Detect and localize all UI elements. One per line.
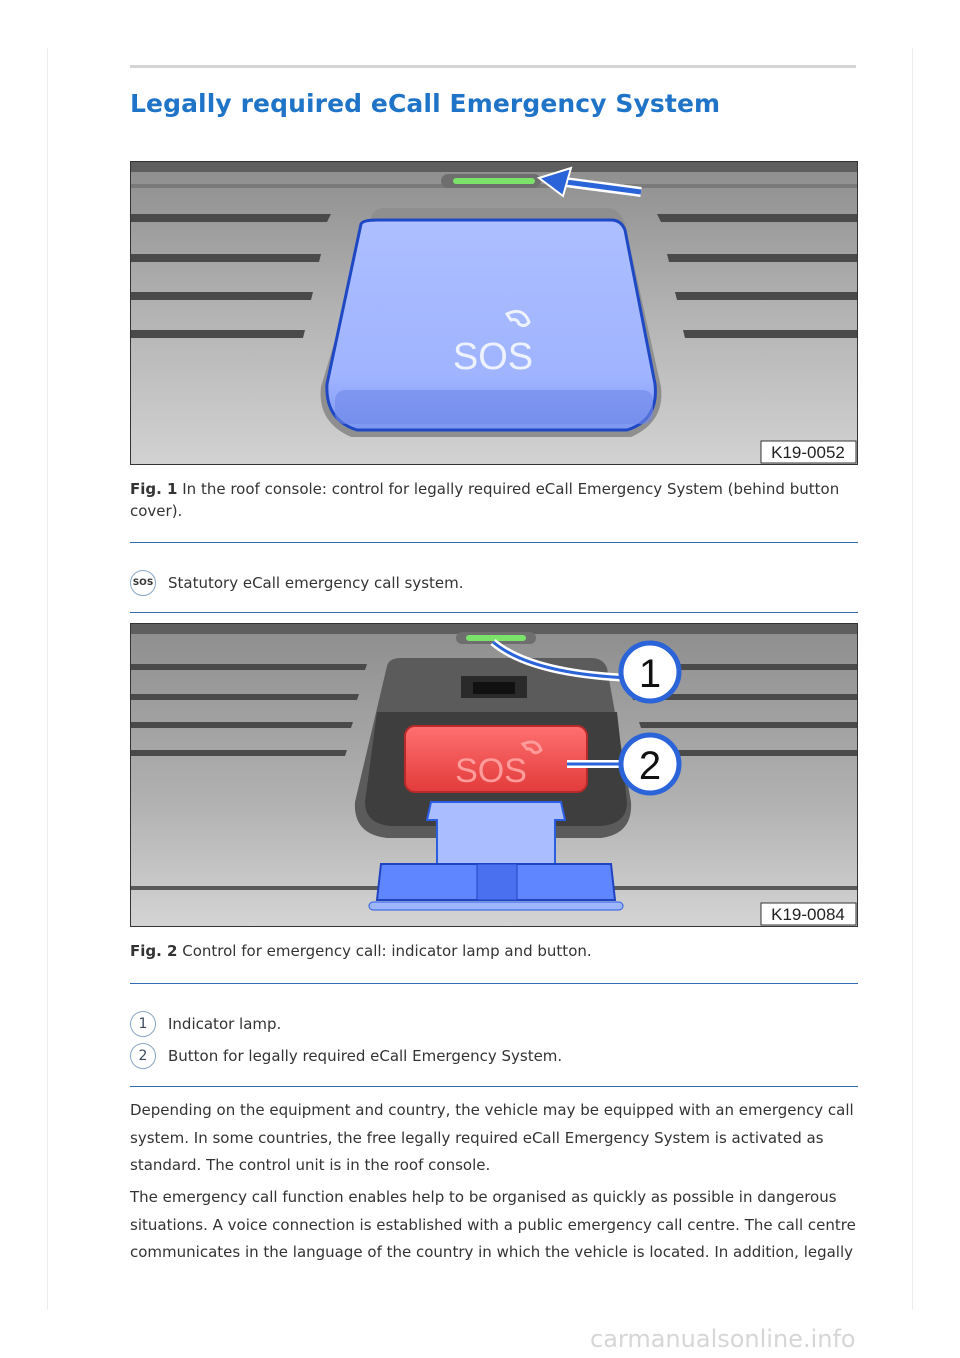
sos-icon-text: SOS — [132, 578, 154, 588]
sos-button-label: SOS — [453, 336, 533, 378]
separator — [130, 983, 858, 984]
figure-1: SOS K19-0052 — [130, 161, 858, 465]
figure-1-caption-text: In the roof console: control for legally… — [130, 480, 840, 520]
separator — [130, 542, 858, 543]
legend-text-2: Button for legally required eCall Emerge… — [168, 1047, 563, 1065]
button-cover-tab — [425, 801, 567, 865]
figure-2: SOS 1 2 K19-0084 — [130, 623, 858, 927]
figure-1-illustration: SOS K19-0052 — [131, 162, 857, 464]
page-title: Legally required eCall Emergency System — [130, 89, 721, 118]
symbol-row-text: Statutory eCall emergency call system. — [168, 574, 464, 592]
figure-2-caption-text: Control for emergency call: indicator la… — [177, 942, 592, 960]
phone-icon — [504, 309, 531, 328]
watermark: carmanualsonline.info — [590, 1325, 856, 1353]
separator — [130, 1086, 858, 1087]
figure-2-caption: Fig. 2 Control for emergency call: indic… — [130, 940, 850, 962]
legend-text-1: Indicator lamp. — [168, 1015, 282, 1033]
symbol-row: SOS Statutory eCall emergency call syste… — [130, 569, 464, 597]
indicator-lamp — [453, 178, 535, 184]
callout-1-label: 1 — [639, 652, 661, 696]
sos-button-label: SOS — [455, 752, 527, 790]
figure-1-label: Fig. 1 — [130, 480, 178, 498]
sos-phone-icon: SOS — [130, 570, 156, 596]
figure-2-code: K19-0084 — [771, 905, 845, 924]
callout-2-label: 2 — [639, 744, 661, 788]
legend-number-1: 1 — [130, 1011, 156, 1037]
indicator-lamp — [466, 635, 526, 641]
callout-2 — [618, 732, 682, 796]
figure-1-code: K19-0052 — [771, 443, 845, 462]
sos-button — [404, 725, 588, 793]
phone-icon — [520, 740, 543, 755]
page-border-right — [912, 48, 913, 1310]
body-paragraph-2: The emergency call function enables help… — [130, 1188, 856, 1261]
callout-1 — [618, 640, 682, 704]
top-rule — [130, 65, 856, 68]
legend-number-2: 2 — [130, 1043, 156, 1069]
legend-item: 2 Button for legally required eCall Emer… — [130, 1042, 562, 1070]
legend-item: 1 Indicator lamp. — [130, 1010, 281, 1038]
body-paragraph-1: Depending on the equipment and country, … — [130, 1101, 854, 1174]
figure-1-caption: Fig. 1 In the roof console: control for … — [130, 478, 850, 522]
separator — [130, 612, 858, 613]
figure-2-label: Fig. 2 — [130, 942, 178, 960]
page-border-left — [47, 48, 48, 1310]
figure-2-illustration: SOS 1 2 K19-0084 — [131, 624, 857, 926]
